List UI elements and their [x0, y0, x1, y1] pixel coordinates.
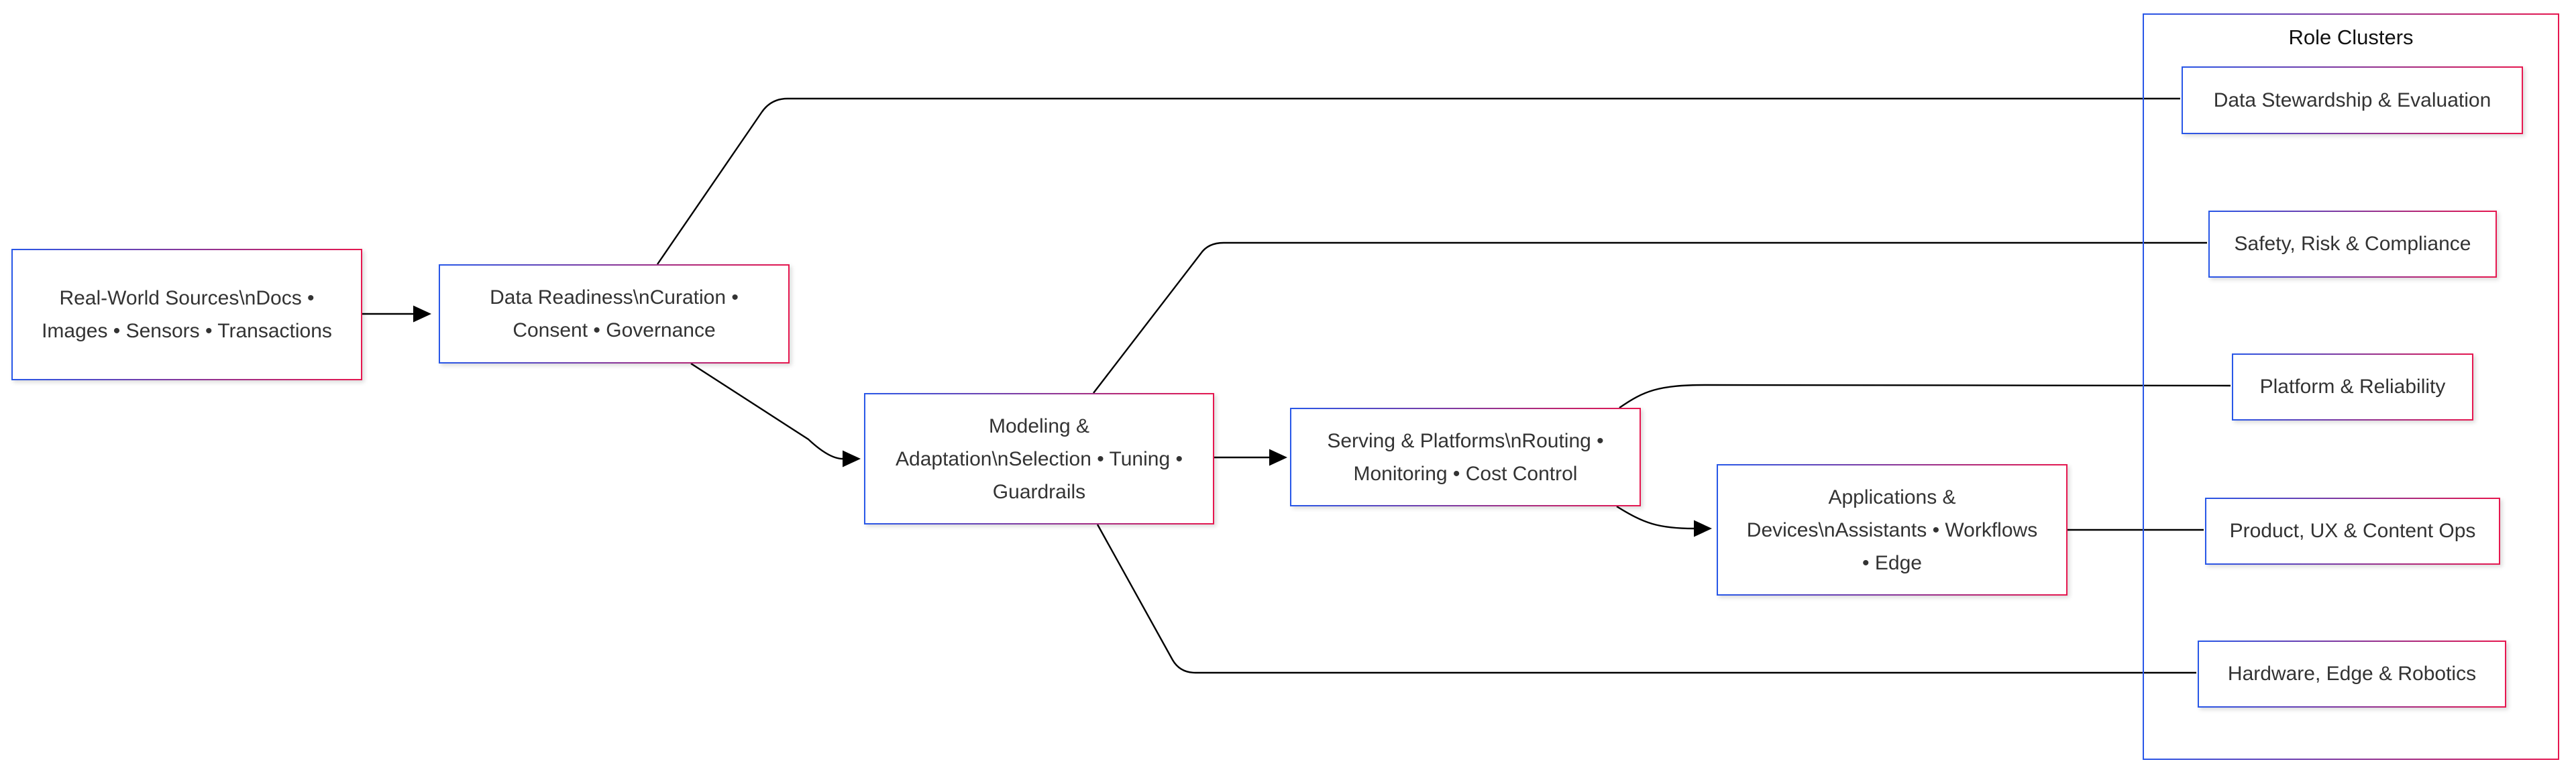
role-clusters-title: Role Clusters	[2288, 25, 2414, 49]
node-data-readiness-label: Data Readiness\nCuration • Consent • Gov…	[490, 286, 739, 341]
edge-readiness-to-modeling	[690, 362, 861, 467]
role-product-ux-content-ops: Product, UX & Content Ops	[2205, 498, 2500, 565]
node-serving-platforms: Serving & Platforms\nRouting • Monitorin…	[1290, 408, 1641, 506]
role-product-ux-content-ops-label: Product, UX & Content Ops	[2229, 520, 2476, 542]
edge-serving-to-platform	[1619, 384, 2231, 408]
role-data-stewardship-evaluation-label: Data Stewardship & Evaluation	[2213, 89, 2491, 111]
edge-modeling-to-safety	[1093, 241, 2207, 394]
node-real-world-sources: Real-World Sources\nDocs • Images • Sens…	[11, 249, 362, 380]
role-hardware-edge-robotics: Hardware, Edge & Robotics	[2198, 641, 2506, 708]
node-serving-platforms-label: Serving & Platforms\nRouting • Monitorin…	[1327, 429, 1604, 485]
role-safety-risk-compliance: Safety, Risk & Compliance	[2208, 211, 2497, 278]
node-modeling-adaptation-label: Modeling & Adaptation\nSelection • Tunin…	[896, 414, 1183, 503]
node-applications-devices-label: Applications & Devices\nAssistants • Wor…	[1746, 486, 2038, 574]
role-hardware-edge-robotics-label: Hardware, Edge & Robotics	[2227, 663, 2477, 685]
node-real-world-sources-label: Real-World Sources\nDocs • Images • Sens…	[42, 287, 332, 342]
role-data-stewardship-evaluation: Data Stewardship & Evaluation	[2182, 66, 2523, 134]
role-platform-reliability-label: Platform & Reliability	[2259, 376, 2446, 398]
edge-readiness-to-stewardship	[657, 97, 2180, 265]
node-applications-devices: Applications & Devices\nAssistants • Wor…	[1717, 464, 2068, 596]
role-clusters-container: Role Clusters Data Stewardship & Evaluat…	[2143, 13, 2559, 760]
edge-serving-to-applications	[1616, 505, 1712, 537]
node-data-readiness: Data Readiness\nCuration • Consent • Gov…	[439, 264, 790, 364]
edge-modeling-to-hardware	[1096, 524, 2196, 674]
role-safety-risk-compliance-label: Safety, Risk & Compliance	[2234, 233, 2471, 255]
role-platform-reliability: Platform & Reliability	[2232, 353, 2473, 421]
node-modeling-adaptation: Modeling & Adaptation\nSelection • Tunin…	[864, 393, 1214, 524]
